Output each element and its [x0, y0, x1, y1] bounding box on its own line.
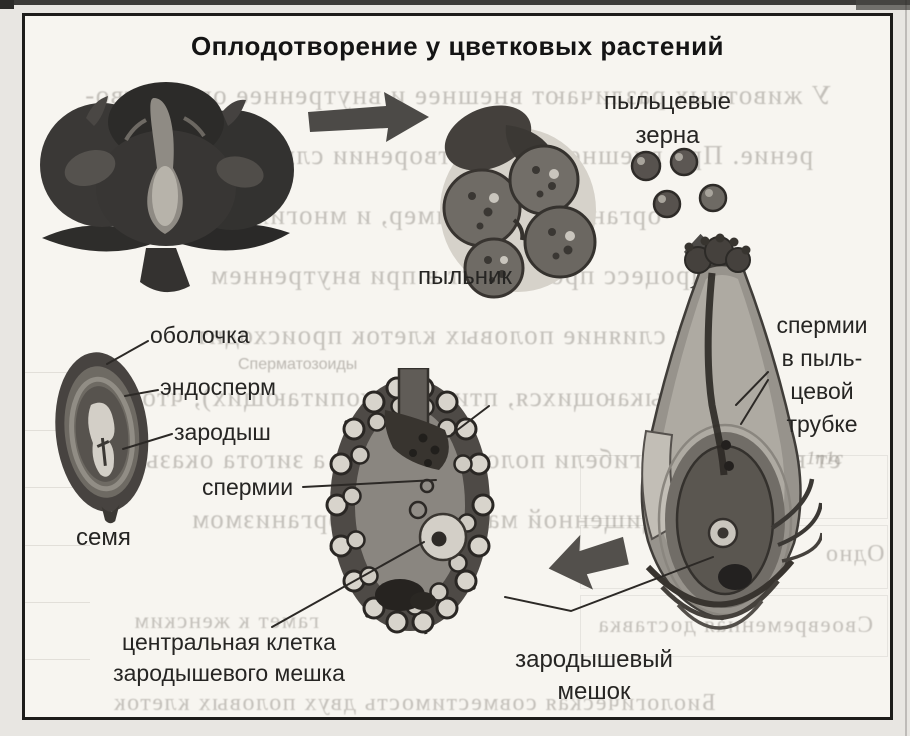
arrow-left-icon	[548, 534, 629, 590]
label-embryo-sac: зародышевый мешок	[500, 644, 688, 708]
label-pollen-grains: пыльцевые зерна	[580, 85, 755, 153]
label-seed-coat: оболочка	[150, 322, 250, 348]
embryo-sac-illustration	[325, 368, 495, 635]
pistil-illustration	[640, 233, 822, 630]
seed-illustration	[55, 352, 149, 524]
faint-rule	[24, 487, 90, 488]
label-line: пыльцевые	[604, 88, 731, 115]
label-endosperm: эндосперм	[160, 374, 276, 400]
pollen-grains-illustration	[630, 147, 728, 219]
label-line: спермии	[776, 312, 868, 338]
label-central-cell: центральная клетка зародышевого мешка	[105, 627, 353, 689]
label-embryo: зародыш	[174, 419, 271, 445]
diagram-title: Оплодотворение у цветковых растений	[190, 31, 725, 61]
scan-top-strip	[0, 0, 910, 5]
underprint-text: Сперматозоиды	[238, 356, 358, 373]
faint-rule	[24, 602, 90, 603]
arrow-right-icon	[308, 92, 429, 142]
underprint-text: 1n1c	[806, 448, 843, 469]
label-line: зерна	[635, 122, 700, 149]
label-seed: семя	[76, 524, 131, 551]
label-sperm-in-pollen-tube: спермии в пыль- цевой трубке	[762, 309, 882, 441]
label-line: центральная клетка	[122, 629, 336, 655]
label-line: мешок	[557, 678, 631, 705]
page-edge-line	[905, 0, 907, 736]
label-sperm: спермии	[202, 474, 294, 500]
anther-illustration	[440, 105, 597, 299]
scan-top-left-mark	[0, 0, 14, 9]
scan-top-right-mark	[856, 0, 910, 10]
label-line: цевой	[790, 378, 854, 404]
label-anther: пыльник	[418, 263, 512, 290]
label-line: трубке	[786, 411, 858, 437]
label-line: зародышевого мешка	[113, 660, 345, 686]
faint-rule	[24, 659, 90, 660]
label-line: зародышевый	[515, 646, 673, 673]
label-line: в пыль-	[781, 345, 863, 371]
flower-illustration	[40, 82, 294, 293]
faint-rule	[24, 372, 90, 373]
faint-rule	[24, 545, 90, 546]
